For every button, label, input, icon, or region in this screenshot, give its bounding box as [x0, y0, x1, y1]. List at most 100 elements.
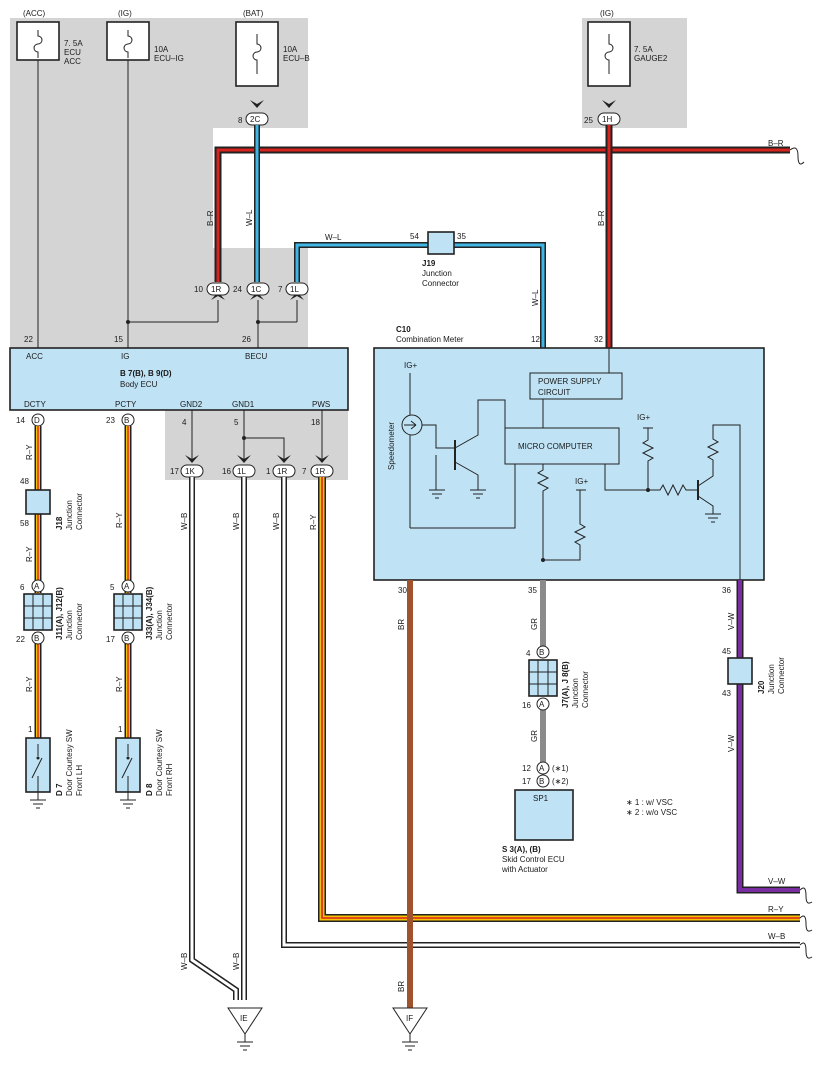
svg-text:GND1: GND1 [232, 400, 255, 409]
door-switch-rh: 1 D 8 Door Courtesy SW Front RH [115, 725, 174, 809]
svg-text:17: 17 [106, 635, 115, 644]
svg-text:17: 17 [522, 777, 531, 786]
svg-text:(∗1): (∗1) [552, 764, 569, 773]
svg-text:J18: J18 [55, 516, 64, 530]
svg-text:12: 12 [522, 764, 531, 773]
svg-text:35: 35 [457, 232, 466, 241]
svg-text:BECU: BECU [245, 352, 267, 361]
junction-j18: 48 58 J18 Junction Connector [20, 477, 84, 530]
svg-text:Junction: Junction [767, 664, 776, 694]
connector-row-top: 10 1R 24 1C 7 1L [194, 282, 309, 296]
svg-text:1: 1 [118, 725, 123, 734]
svg-text:Door Courtesy SW: Door Courtesy SW [155, 729, 164, 796]
svg-text:D 8: D 8 [145, 783, 154, 796]
wire-v-w: 36 V–W V–W V–W [722, 580, 800, 894]
svg-text:A: A [34, 582, 40, 591]
svg-text:BR: BR [397, 619, 406, 630]
svg-text:Connector: Connector [777, 657, 786, 694]
svg-text:PCTY: PCTY [115, 400, 137, 409]
fuse-source-label: (IG) [600, 9, 614, 18]
svg-text:D: D [34, 416, 40, 425]
svg-text:Junction: Junction [571, 678, 580, 708]
svg-text:A: A [539, 764, 545, 773]
svg-text:R–Y: R–Y [115, 676, 124, 692]
svg-text:Connector: Connector [581, 671, 590, 708]
svg-text:R–Y: R–Y [768, 905, 784, 914]
svg-text:Front LH: Front LH [75, 765, 84, 796]
svg-text:R–Y: R–Y [25, 676, 34, 692]
svg-text:1R: 1R [277, 467, 287, 476]
svg-text:IG+: IG+ [404, 361, 417, 370]
fuse-rating: 7. 5A [64, 39, 83, 48]
wire-b-r: B–R B–R B–R [206, 125, 790, 348]
svg-text:B: B [124, 634, 129, 643]
svg-text:Body ECU: Body ECU [120, 380, 158, 389]
svg-text:6: 6 [20, 583, 25, 592]
svg-text:1L: 1L [290, 285, 299, 294]
svg-text:∗ 2 : w/o VSC: ∗ 2 : w/o VSC [626, 808, 677, 817]
svg-text:W–B: W–B [768, 932, 785, 941]
svg-text:J7(A), J 8(B): J7(A), J 8(B) [561, 661, 570, 708]
svg-text:16: 16 [522, 701, 531, 710]
svg-text:4: 4 [526, 649, 531, 658]
svg-text:V–W: V–W [768, 877, 786, 886]
svg-text:B–R: B–R [597, 210, 606, 226]
svg-text:R–Y: R–Y [115, 512, 124, 528]
svg-text:30: 30 [398, 586, 407, 595]
svg-text:7: 7 [278, 285, 283, 294]
svg-text:Junction: Junction [65, 610, 74, 640]
svg-text:C10: C10 [396, 325, 411, 334]
fuse-ecu-ig: (IG) 10A ECU–IG [106, 9, 184, 63]
junction-j7-j8: 4 B A 16 J7(A), J 8(B) Junction Connecto… [522, 645, 590, 711]
fuse-rating: 10A [154, 45, 169, 54]
svg-text:Speedometer: Speedometer [387, 422, 396, 470]
fuse-name: ECU–IG [154, 54, 184, 63]
wire-br: 30 BR BR [397, 580, 413, 1010]
fuse-gauge2: (IG) 7. 5A GAUGE2 [587, 9, 668, 87]
svg-text:CIRCUIT: CIRCUIT [538, 388, 571, 397]
svg-text:W–B: W–B [272, 513, 281, 530]
gray-backgrounds [10, 18, 687, 480]
svg-text:8: 8 [238, 116, 243, 125]
svg-text:GND2: GND2 [180, 400, 203, 409]
junction-j20: 45 43 J20 Junction Connector [722, 647, 786, 698]
junction-j11-j12: 6 A B 22 J11(A), J12(B) Junction Connect… [16, 579, 84, 645]
junction-j19: 54 35 J19 Junction Connector [410, 231, 466, 288]
fuse-rating: 10A [283, 45, 298, 54]
svg-text:1K: 1K [185, 467, 195, 476]
notes: ∗ 1 : w/ VSC ∗ 2 : w/o VSC [626, 798, 677, 817]
svg-text:ACC: ACC [26, 352, 43, 361]
svg-text:J20: J20 [757, 680, 766, 694]
svg-text:1C: 1C [251, 285, 261, 294]
svg-text:Connector: Connector [422, 279, 459, 288]
fuse-name: ACC [64, 57, 81, 66]
svg-text:45: 45 [722, 647, 731, 656]
svg-text:1R: 1R [315, 467, 325, 476]
svg-text:V–W: V–W [727, 734, 736, 752]
svg-text:∗ 1 : w/ VSC: ∗ 1 : w/ VSC [626, 798, 673, 807]
svg-text:48: 48 [20, 477, 29, 486]
svg-text:W–B: W–B [232, 513, 241, 530]
svg-text:Junction: Junction [155, 610, 164, 640]
svg-text:W–L: W–L [245, 209, 254, 226]
svg-text:35: 35 [528, 586, 537, 595]
fuse-name: ECU–B [283, 54, 310, 63]
svg-text:B: B [124, 416, 129, 425]
wire-r-y-right: R–Y R–Y [309, 477, 800, 922]
fuse-acc: (ACC) 7. 5A ECU ACC [16, 9, 83, 66]
svg-text:W–B: W–B [232, 953, 241, 970]
svg-text:POWER SUPPLY: POWER SUPPLY [538, 377, 602, 386]
svg-text:MICRO COMPUTER: MICRO COMPUTER [518, 442, 593, 451]
ground-ie: IE [227, 1007, 263, 1051]
svg-text:J11(A), J12(B): J11(A), J12(B) [55, 587, 64, 640]
svg-text:W–L: W–L [531, 289, 540, 306]
svg-text:S 3(A), (B): S 3(A), (B) [502, 845, 541, 854]
body-ecu: 22 15 26 ACC IG BECU B 7(B), B 9(D) Body… [9, 335, 349, 411]
junction-j33-j34: 5 A B 17 J33(A), J34(B) Junction Connect… [106, 579, 174, 645]
svg-text:Skid Control ECU: Skid Control ECU [502, 855, 565, 864]
svg-text:24: 24 [233, 285, 242, 294]
svg-text:22: 22 [24, 335, 33, 344]
svg-text:5: 5 [234, 418, 239, 427]
svg-text:Door Courtesy SW: Door Courtesy SW [65, 729, 74, 796]
